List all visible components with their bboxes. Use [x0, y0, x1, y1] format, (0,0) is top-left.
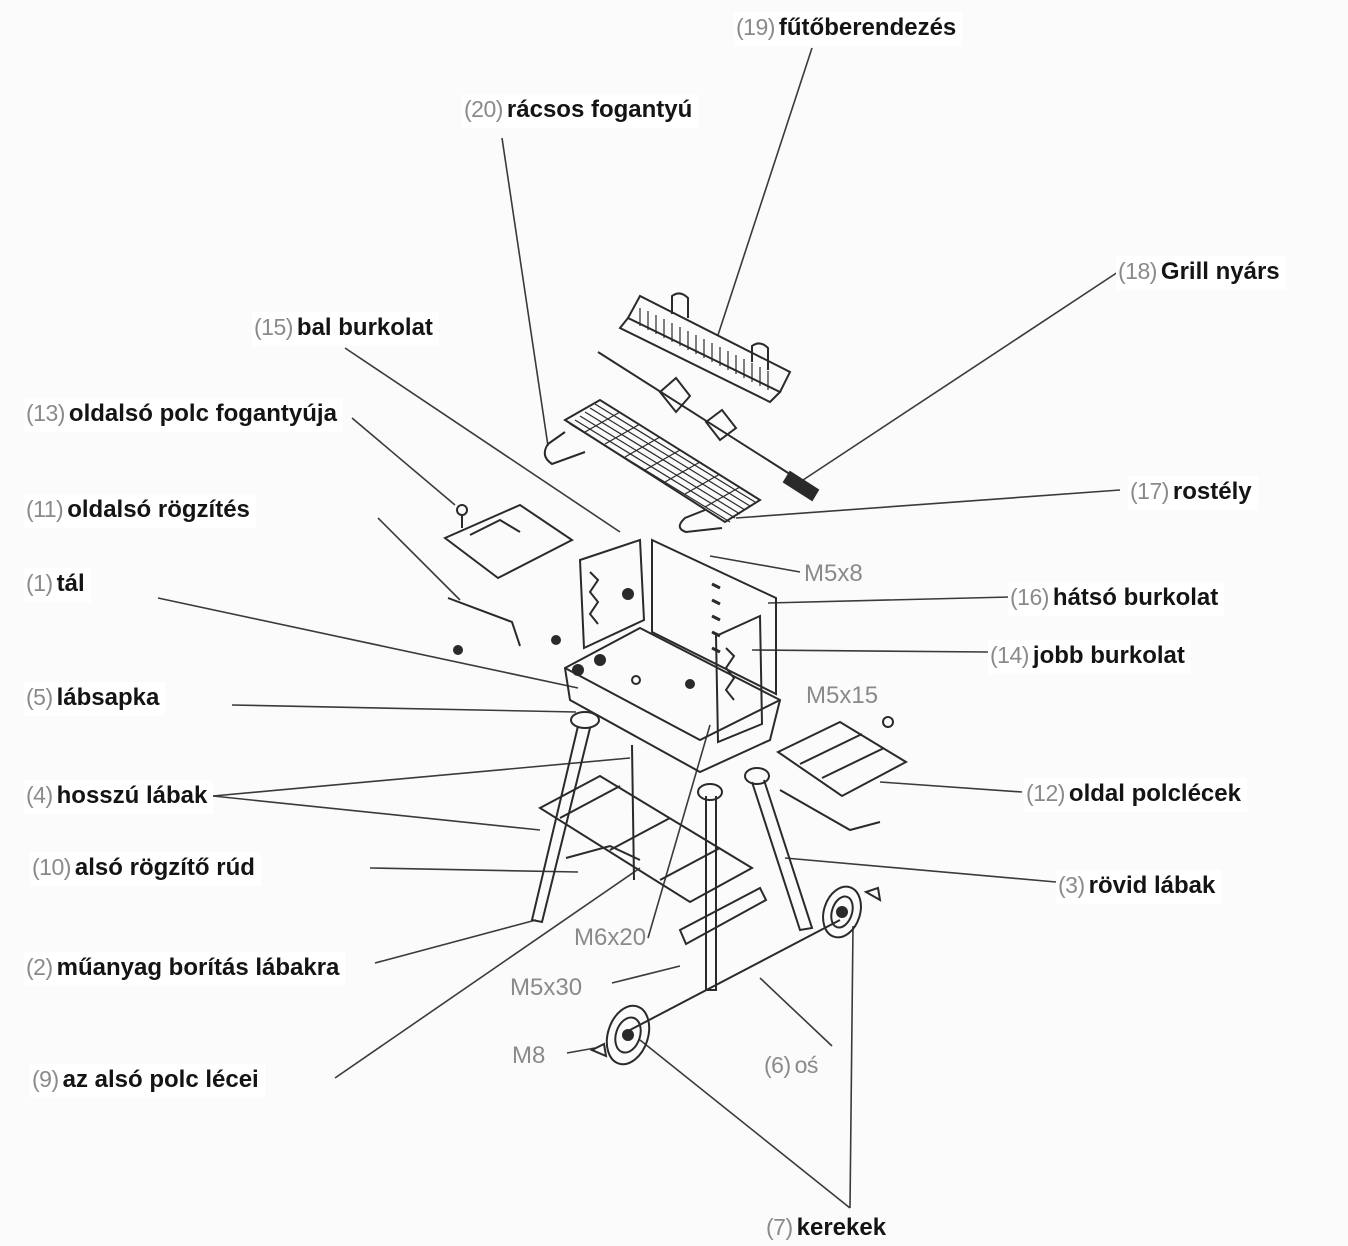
spec-m5x30: M5x30	[510, 974, 583, 1001]
label-number: (18)	[1118, 258, 1157, 284]
label-leg-cap: (5)lábsapka	[24, 682, 166, 716]
spec-m8: M8	[512, 1042, 546, 1069]
label-text: oldal polclécek	[1068, 780, 1241, 807]
label-number: (14)	[990, 642, 1029, 668]
grate-part	[543, 398, 762, 534]
label-text: oldalsó polc fogantyúja	[68, 400, 337, 427]
label-bottom-shelf-slats: (9)az alsó polc lécei	[30, 1064, 265, 1098]
label-number: (19)	[736, 14, 775, 40]
label-text: alsó rögzítő rúd	[74, 854, 255, 881]
label-text: bal burkolat	[296, 314, 433, 341]
label-right-shield: (14)jobb burkolat	[988, 640, 1191, 674]
label-text: oldalsó rögzítés	[67, 496, 250, 523]
label-text: rácsos fogantyú	[506, 96, 693, 123]
label-short-legs: (3)rövid lábak	[1056, 870, 1222, 904]
label-number: (11)	[26, 496, 64, 522]
label-number: (16)	[1010, 584, 1049, 610]
label-axle: (6)oś	[762, 1050, 824, 1083]
label-side-shelf-handle: (13)oldalsó polc fogantyúja	[24, 398, 343, 432]
leader-lines	[157, 47, 1121, 1209]
label-number: (1)	[26, 570, 53, 596]
label-number: (4)	[26, 782, 53, 808]
label-text: Grill nyárs	[1160, 258, 1280, 285]
label-text: rostély	[1172, 478, 1252, 505]
label-heater: (19)fűtőberendezés	[734, 12, 963, 46]
label-number: (13)	[26, 400, 65, 426]
label-left-shield: (15)bal burkolat	[252, 312, 439, 346]
label-text: hosszú lábak	[56, 782, 208, 809]
label-back-shield: (16)hátsó burkolat	[1008, 582, 1225, 616]
back-shield-part	[651, 538, 777, 696]
label-number: (20)	[464, 96, 503, 122]
label-text: kerekek	[796, 1214, 887, 1241]
label-number: (15)	[254, 314, 293, 340]
label-pan: (1)tál	[24, 568, 91, 602]
label-long-legs: (4)hosszú lábak	[24, 780, 214, 814]
label-grate-handle: (20)rácsos fogantyú	[462, 94, 699, 128]
label-number: (17)	[1130, 478, 1169, 504]
label-bottom-rod: (10)alsó rögzítő rúd	[30, 852, 261, 886]
label-side-shelf-slats: (12)oldal polclécek	[1024, 778, 1247, 812]
label-text: oś	[794, 1052, 819, 1078]
right-shelf-part	[776, 716, 909, 832]
label-text: hátsó burkolat	[1052, 584, 1219, 611]
label-number: (2)	[26, 954, 53, 980]
label-text: lábsapka	[56, 684, 160, 711]
label-grate: (17)rostély	[1128, 476, 1258, 510]
pan-part	[563, 626, 782, 774]
label-side-bracket: (11)oldalsó rögzítés	[24, 494, 256, 528]
heater-part	[618, 292, 792, 404]
label-number: (12)	[1026, 780, 1065, 806]
label-number: (10)	[32, 854, 71, 880]
bottom-shelf-part	[538, 774, 768, 946]
label-number: (3)	[1058, 872, 1085, 898]
label-number: (6)	[764, 1052, 791, 1078]
label-number: (7)	[766, 1214, 793, 1240]
label-text: rövid lábak	[1088, 872, 1216, 899]
label-text: jobb burkolat	[1032, 642, 1185, 669]
label-text: fűtőberendezés	[778, 14, 957, 41]
left-shield-part	[578, 538, 646, 650]
label-text: tál	[56, 570, 85, 597]
label-number: (5)	[26, 684, 53, 710]
label-grill-spit: (18)Grill nyárs	[1116, 256, 1286, 290]
label-text: műanyag borítás lábakra	[56, 954, 340, 981]
right-shield-part	[714, 614, 764, 744]
spec-m5x15: M5x15	[806, 682, 879, 709]
axle-wheels-part	[589, 885, 882, 1066]
label-text: az alsó polc lécei	[62, 1066, 259, 1093]
label-wheels: (7)kerekek	[764, 1212, 892, 1246]
side-shelf-part	[443, 503, 574, 655]
spec-m6x20: M6x20	[574, 924, 647, 951]
spec-m5x8: M5x8	[804, 560, 863, 587]
spit-part	[597, 351, 820, 502]
label-number: (9)	[32, 1066, 59, 1092]
label-plastic-cover: (2)műanyag borítás lábakra	[24, 952, 346, 986]
